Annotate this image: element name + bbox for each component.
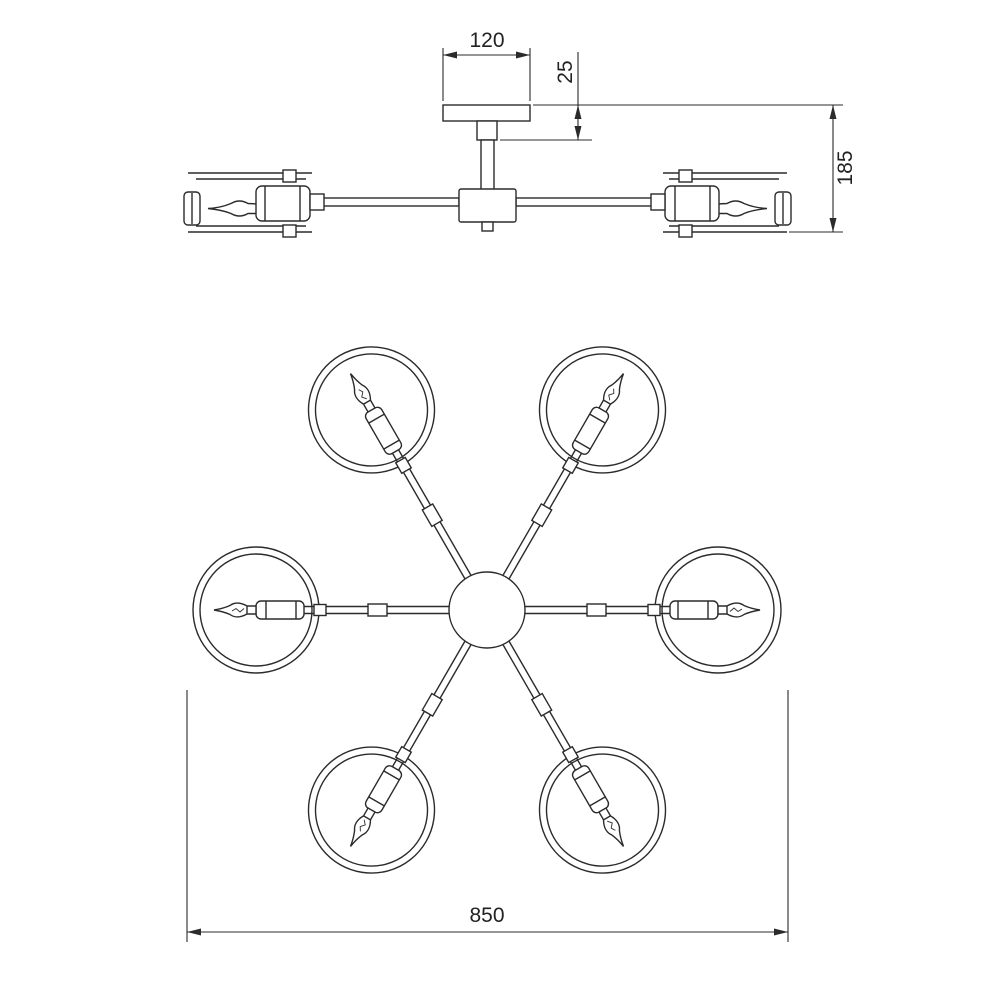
center-hub-plan	[448, 571, 526, 649]
right-lamp-assembly	[650, 169, 792, 238]
arm-left	[192, 546, 450, 674]
dimension-label-mount-width: 120	[469, 29, 504, 52]
canopy-collar	[476, 120, 498, 141]
plan-view	[192, 323, 782, 897]
dim-overall-diameter: 850	[186, 690, 789, 942]
dimension-label-overall-diameter: 850	[469, 904, 504, 927]
arm-lower-right	[450, 610, 690, 897]
dim-canopy-height: 25	[500, 52, 843, 141]
dimension-label-overall-height: 185	[834, 150, 857, 185]
dimensions: 120 25 185 850	[186, 29, 857, 942]
ceiling-plate	[442, 104, 531, 122]
center-hub-side	[458, 188, 517, 223]
right-arm-bar	[515, 197, 654, 207]
dimension-label-canopy-height: 25	[554, 60, 577, 83]
dim-overall-height: 185	[789, 105, 857, 233]
hub-stub	[481, 221, 494, 232]
left-lamp-assembly	[183, 169, 325, 238]
side-elevation-view	[183, 104, 792, 238]
arm-lower-left	[284, 610, 524, 897]
dim-mount-width: 120	[442, 29, 531, 101]
left-arm-bar	[321, 197, 460, 207]
arm-upper-right	[450, 323, 690, 610]
arm-upper-left	[284, 323, 524, 610]
stem	[480, 139, 495, 191]
arm-right	[524, 546, 782, 674]
